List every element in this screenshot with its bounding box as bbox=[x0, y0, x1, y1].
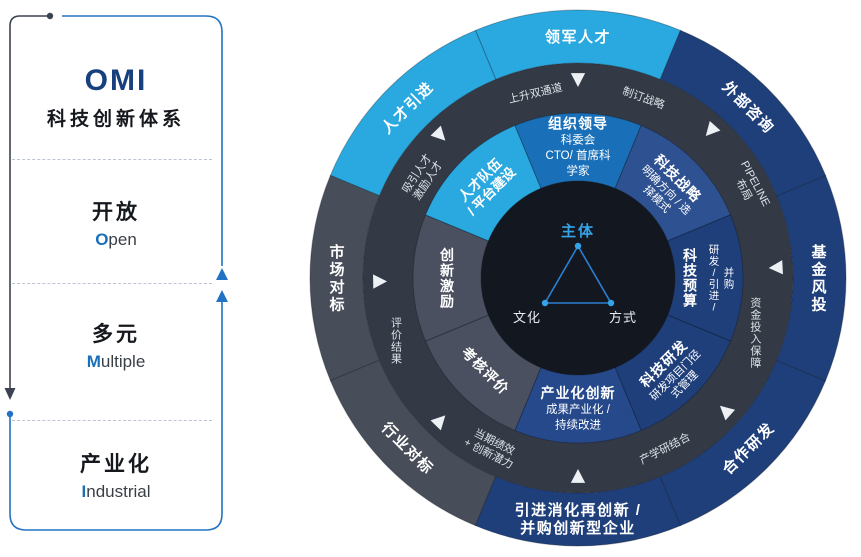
triangle-vertex-dot bbox=[574, 242, 582, 250]
top-bracket-line bbox=[62, 15, 223, 266]
inner-sub-industrialization-innovation: 成果产业化 / bbox=[546, 402, 611, 416]
down-arrowhead-icon bbox=[4, 388, 16, 400]
en-rest: ndustrial bbox=[86, 482, 151, 501]
center-label-method: 方式 bbox=[609, 310, 637, 325]
center-disc bbox=[481, 181, 675, 375]
middle-label-evaluation-result: 评价结果 bbox=[391, 316, 402, 365]
center-label-culture: 文化 bbox=[513, 310, 541, 325]
inward-arrow-icon bbox=[373, 274, 388, 289]
item-industrial-zh: 产业化 bbox=[80, 453, 152, 476]
outer-label-leading-talent: 领军人才 bbox=[544, 28, 611, 46]
center-triangle bbox=[543, 244, 613, 304]
inner-sub-org-leadership: CTO/ 首席科 bbox=[546, 148, 611, 162]
triangle-vertex-dot bbox=[607, 299, 615, 307]
panel-subtitle: 科技创新体系 bbox=[46, 109, 185, 130]
outer-segment-fund-venture-capital bbox=[775, 174, 847, 382]
outer-label-introduce-digest-reinnovate: 并购创新型企业 bbox=[520, 519, 636, 537]
up-arrowhead-icon bbox=[216, 268, 228, 280]
inner-label-org-leadership: 组织领导 bbox=[548, 115, 608, 131]
outer-segment-external-consulting bbox=[659, 29, 827, 197]
triangle-vertex-dot bbox=[541, 299, 549, 307]
inner-label-innovation-incentive: 创新激励 bbox=[439, 247, 454, 310]
en-initial: M bbox=[86, 352, 101, 371]
up-arrowhead-icon bbox=[216, 290, 228, 302]
inner-sub-tech-budget: 并购 bbox=[724, 266, 735, 291]
flow-arrows bbox=[373, 73, 783, 483]
en-rest: ultiple bbox=[100, 352, 146, 371]
center-label-subject: 主体 bbox=[561, 222, 595, 240]
item-multiple-zh: 多元 bbox=[92, 323, 140, 346]
outer-segment-introduce-digest-reinnovate bbox=[474, 475, 682, 547]
outer-label-fund-venture-capital: 基金风投 bbox=[810, 243, 827, 314]
inner-label-tech-budget: 科技预算 bbox=[683, 248, 698, 309]
inward-arrow-icon bbox=[768, 260, 783, 275]
inward-arrow-icon bbox=[570, 469, 586, 483]
section-divider bbox=[12, 283, 212, 284]
bottom-bracket-line bbox=[9, 302, 223, 531]
en-rest: pen bbox=[108, 230, 137, 249]
item-open-en: Open bbox=[0, 230, 232, 250]
item-industrial-en: Industrial bbox=[0, 482, 232, 502]
inward-arrow-icon bbox=[719, 405, 736, 421]
inner-sub-org-leadership: 学家 bbox=[567, 163, 590, 177]
panel-title: OMI bbox=[84, 64, 148, 97]
outer-segment-industry-benchmarking bbox=[329, 359, 497, 527]
inner-sub-industrialization-innovation: 持续改进 bbox=[555, 418, 601, 432]
outer-label-market-benchmarking: 市场对标 bbox=[328, 243, 344, 314]
inner-sub-tech-budget: 研发/引进/ bbox=[709, 244, 720, 314]
section-divider bbox=[12, 159, 212, 160]
middle-label-funding-guarantee: 资金投入保障 bbox=[750, 296, 761, 369]
en-initial: I bbox=[81, 482, 87, 501]
en-initial: O bbox=[95, 230, 109, 249]
item-multiple-en: Multiple bbox=[0, 352, 232, 372]
inner-label-industrialization-innovation: 产业化创新 bbox=[541, 385, 616, 401]
outer-label-introduce-digest-reinnovate: 引进消化再创新 / bbox=[515, 501, 642, 519]
inward-arrow-icon bbox=[705, 120, 721, 137]
inward-arrow-icon bbox=[430, 125, 446, 141]
inward-arrow-icon bbox=[570, 73, 586, 87]
left-panel: OMI 科技创新体系 开放 Open 多元 Multiple 产业化 Indus… bbox=[0, 0, 232, 557]
section-divider bbox=[12, 420, 212, 421]
inward-arrow-icon bbox=[430, 415, 446, 431]
item-open-zh: 开放 bbox=[92, 201, 140, 224]
inner-sub-org-leadership: 科委会 bbox=[561, 132, 596, 146]
open-loop-line bbox=[9, 15, 50, 388]
outer-segment-market-benchmarking bbox=[309, 174, 381, 382]
